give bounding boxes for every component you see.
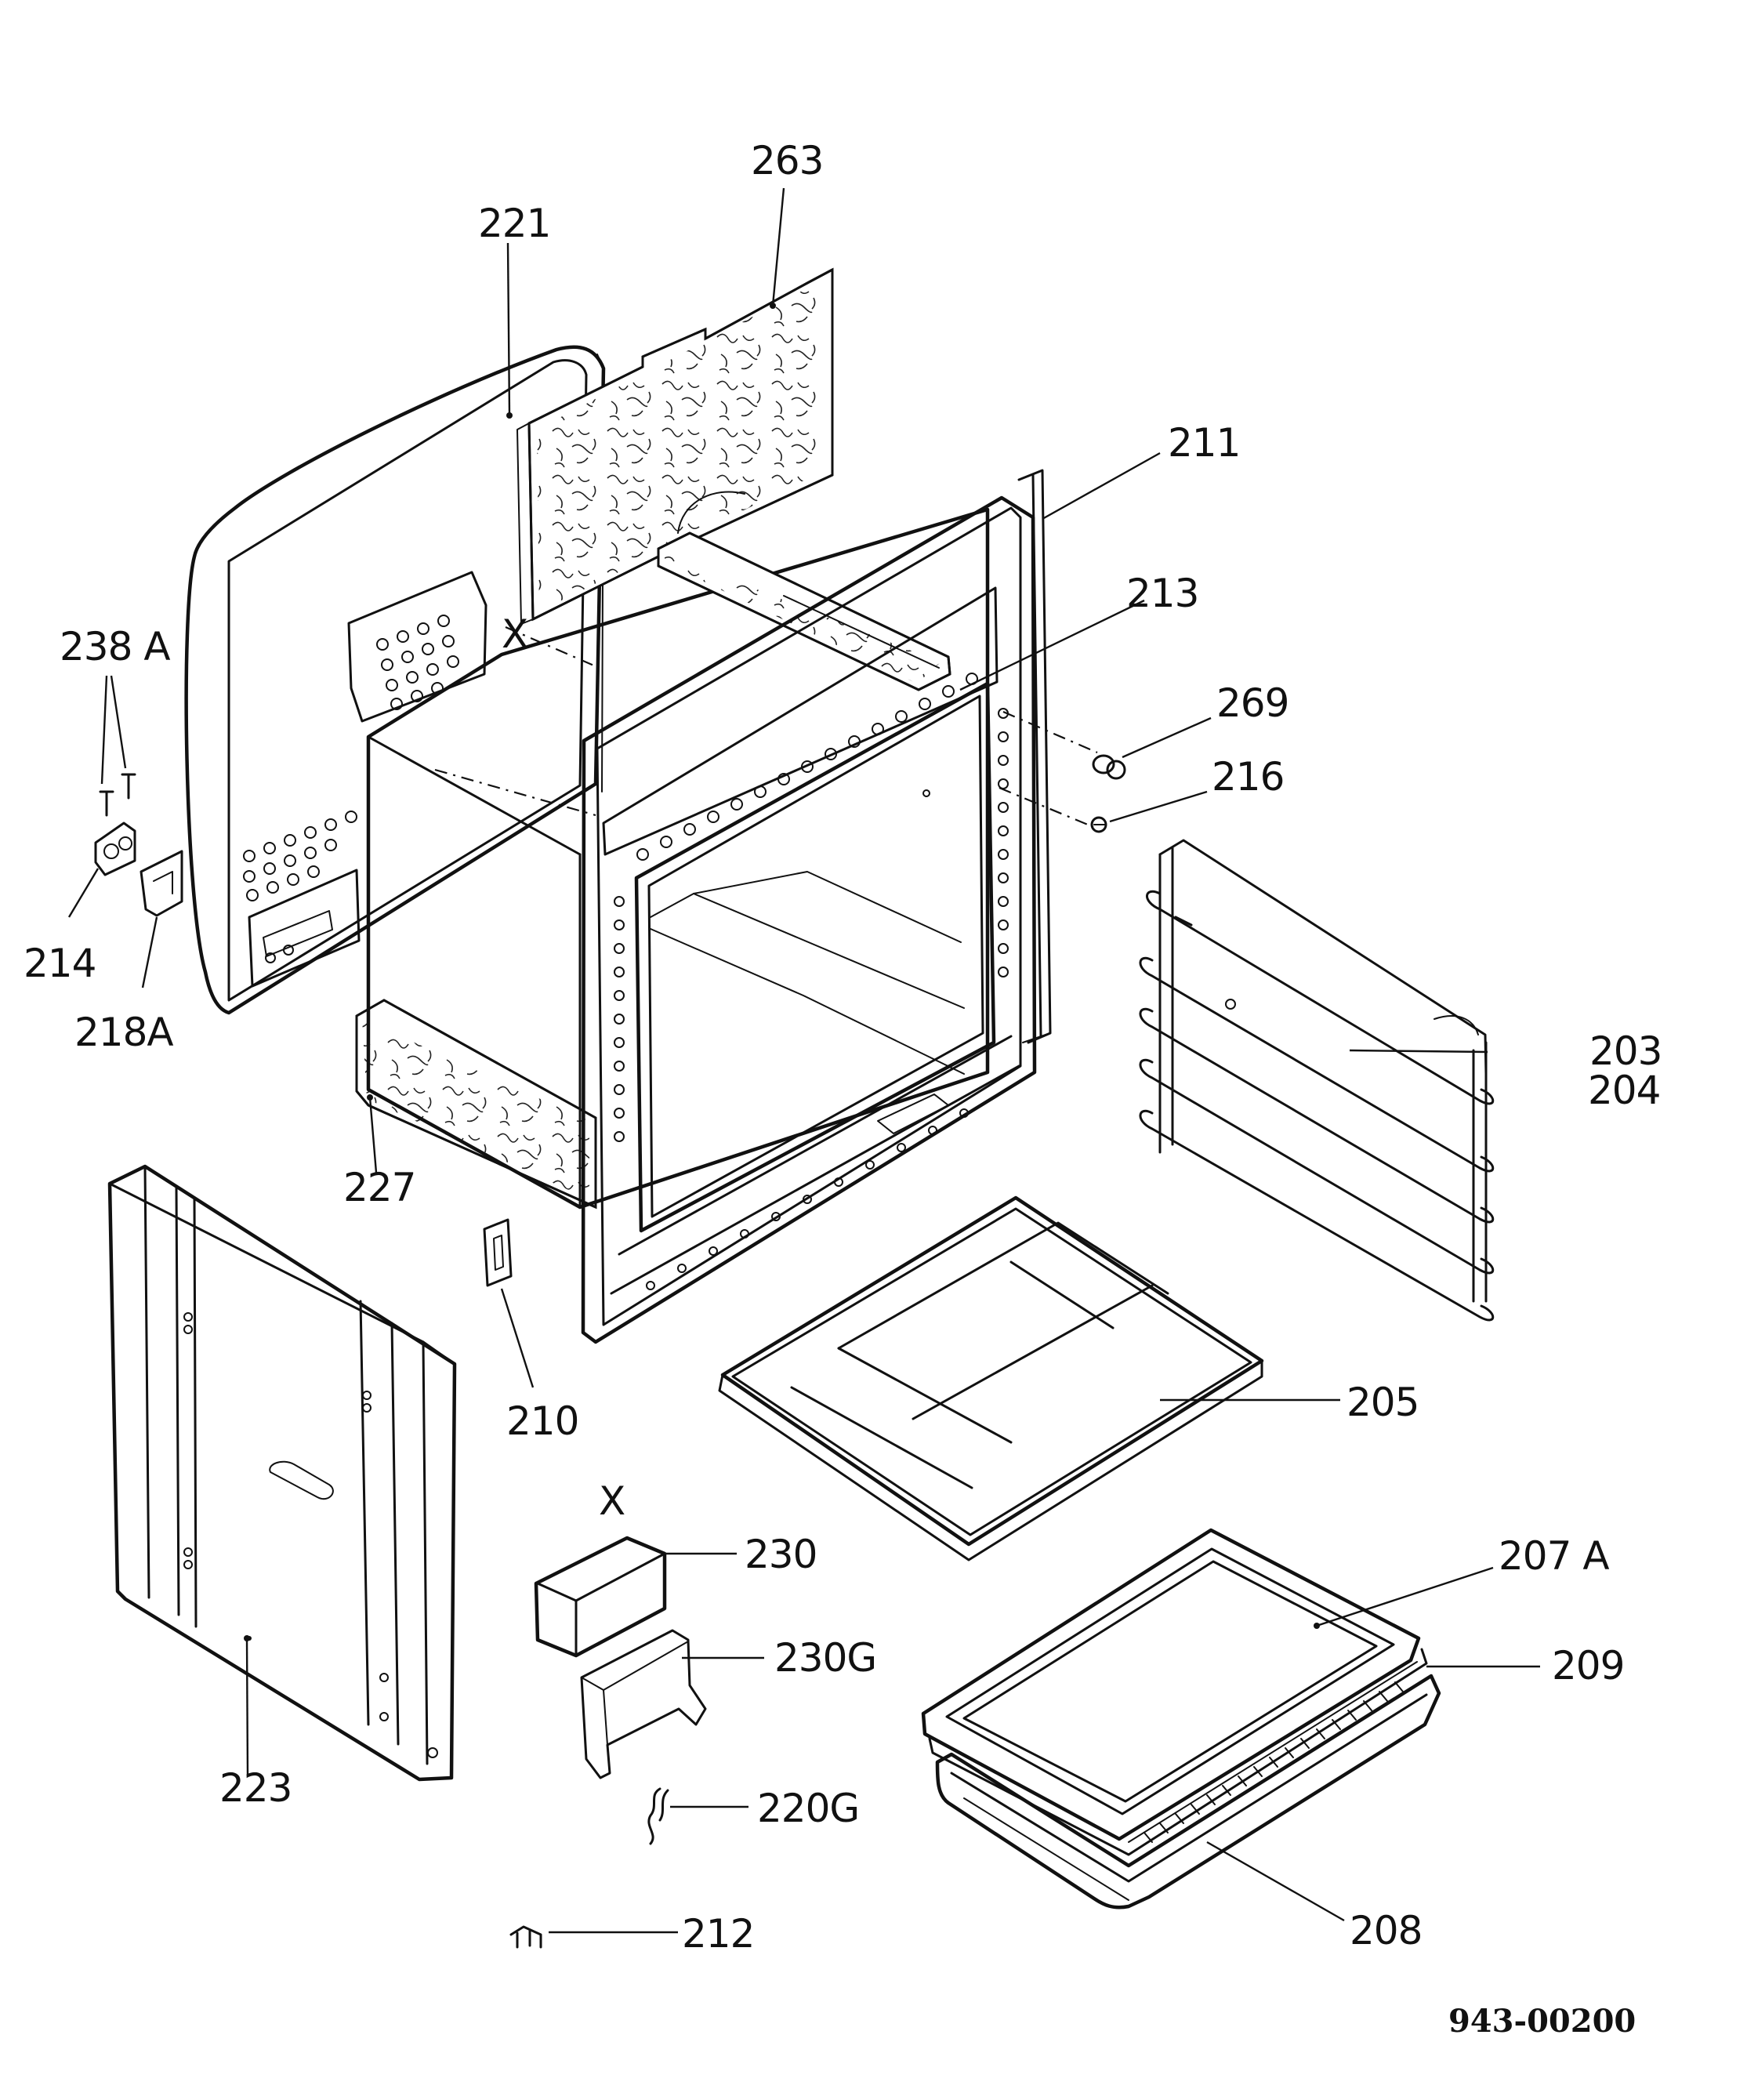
- screw-216: [1090, 816, 1107, 833]
- label-210: 210: [506, 1398, 578, 1444]
- label-x-top: X: [502, 611, 527, 657]
- label-227: 227: [343, 1165, 415, 1210]
- label-203: 203: [1589, 1028, 1662, 1074]
- label-230: 230: [745, 1532, 817, 1577]
- label-216: 216: [1212, 754, 1284, 800]
- callout-labels: 263 221 211 213 269 216 238 A 214 218A 2…: [24, 138, 1662, 2040]
- floor-plate-205: [718, 1195, 1264, 1561]
- label-269: 269: [1216, 680, 1289, 726]
- clip-212: [509, 1925, 542, 1949]
- screw-269: [1092, 754, 1126, 780]
- document-number: 943-00200: [1448, 2003, 1636, 2040]
- frame-lower-holes: [646, 1108, 969, 1290]
- insulation-block-227: [355, 999, 597, 1210]
- door-seal-211: [1017, 469, 1052, 1044]
- vent-holes-lower: [243, 811, 357, 901]
- hinge-plate-218a: [140, 850, 183, 917]
- label-207a: 207 A: [1499, 1533, 1609, 1579]
- label-218a: 218A: [74, 1010, 173, 1055]
- side-panel-223: [107, 1164, 457, 1782]
- insulation-block-230: [534, 1536, 667, 1658]
- label-214: 214: [24, 941, 96, 986]
- leader-lines: [67, 187, 1540, 1934]
- bracket-230g: [580, 1629, 707, 1779]
- label-230g: 230G: [774, 1635, 876, 1681]
- wire-grid-209: [928, 1648, 1428, 1856]
- screws-238a: [99, 773, 136, 817]
- frame-side-holes: [614, 708, 1009, 1142]
- label-211: 211: [1168, 420, 1240, 466]
- label-263: 263: [751, 138, 823, 183]
- assembly-lines: [434, 626, 1098, 829]
- label-205: 205: [1346, 1380, 1419, 1425]
- outer-side-panel-221: [184, 345, 606, 1015]
- frame-rail-holes: [636, 673, 978, 861]
- clip-210: [483, 1218, 513, 1287]
- label-209: 209: [1552, 1643, 1624, 1688]
- hinge-bracket-214: [94, 822, 136, 876]
- label-238a: 238 A: [60, 624, 170, 669]
- label-220g: 220G: [757, 1786, 859, 1831]
- baking-tray-207a: [921, 1528, 1421, 1841]
- label-212: 212: [682, 1911, 754, 1957]
- label-204: 204: [1588, 1068, 1660, 1113]
- front-frame-213: [581, 495, 1037, 1344]
- shelf-runners-203-204: [1139, 839, 1495, 1322]
- label-208: 208: [1350, 1908, 1422, 1953]
- label-x-bottom: X: [599, 1478, 625, 1524]
- roasting-pan-208: [935, 1674, 1441, 1910]
- label-213: 213: [1126, 571, 1198, 616]
- spring-clip-220g: [647, 1787, 669, 1845]
- insulation-board-263: [516, 267, 834, 625]
- label-221: 221: [478, 201, 550, 246]
- vent-holes-upper: [376, 615, 459, 710]
- label-223: 223: [219, 1765, 292, 1811]
